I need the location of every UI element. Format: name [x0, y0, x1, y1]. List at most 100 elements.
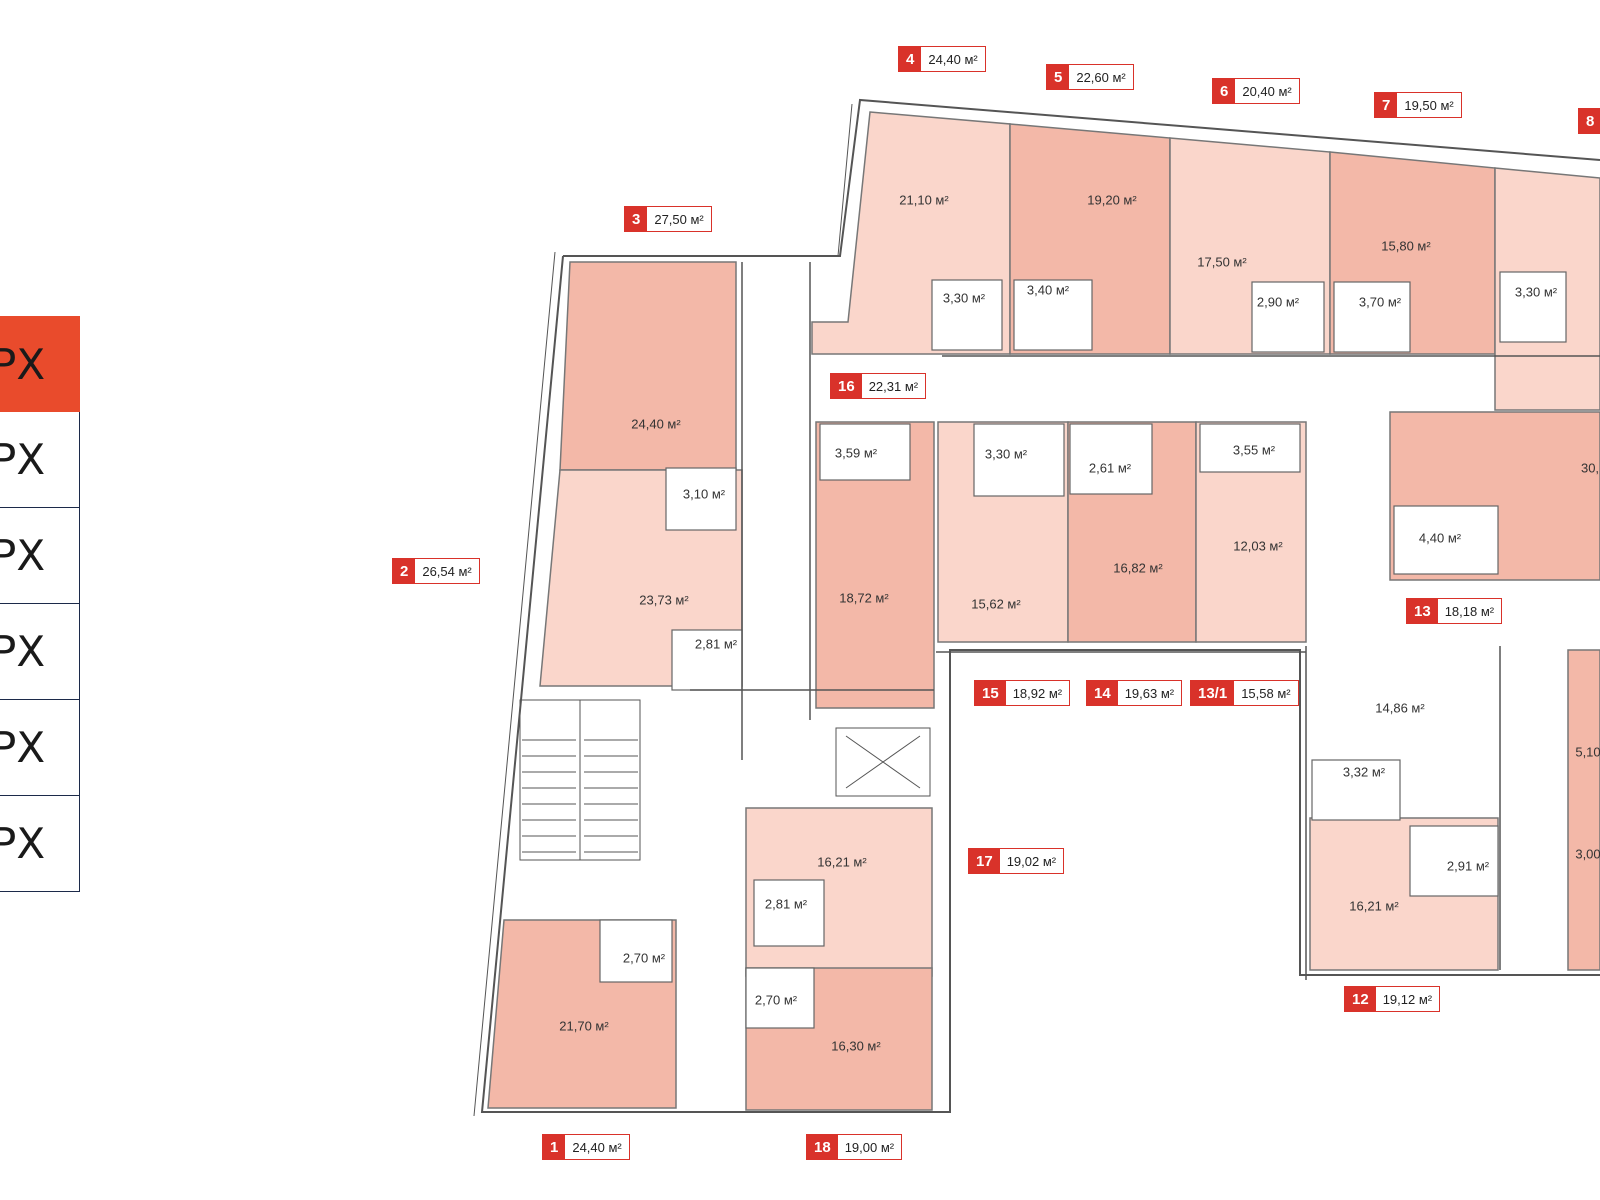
apartment-area: 27,50 м² — [654, 211, 704, 227]
apartment-area: 22,60 м² — [1076, 69, 1126, 85]
room-area: 21,70 м² — [559, 1018, 609, 1034]
apartment-area: 19,63 м² — [1124, 685, 1175, 701]
floor-selector: РХ РХ РХ РХ РХ РХ — [0, 316, 80, 892]
bathroom — [745, 967, 815, 1029]
apartment-badge-5[interactable]: 5 22,60 м² — [1046, 64, 1134, 90]
room-area: 15,62 м² — [971, 596, 1021, 612]
building-outline — [480, 98, 1600, 1113]
apartment-area: 19,12 м² — [1382, 991, 1433, 1007]
bathroom — [1069, 423, 1153, 495]
room-area: 16,82 м² — [1113, 560, 1163, 576]
floor-item-label: РХ — [0, 819, 46, 868]
floor-item-label: РХ — [0, 435, 46, 484]
room-area: 3,32 м² — [1342, 764, 1386, 780]
bathroom — [1013, 279, 1093, 351]
room-area: 3,40 м² — [1026, 282, 1070, 298]
apartment-area: 18,18 м² — [1444, 603, 1495, 619]
apartment-badge-13[interactable]: 13 18,18 м² — [1406, 598, 1503, 624]
apartment-number: 13 — [1407, 599, 1438, 623]
floor-item-1[interactable]: РХ — [0, 316, 80, 412]
apartment-area: 22,31 м² — [868, 378, 919, 394]
apartment-area: 24,40 м² — [928, 51, 978, 67]
apartment-number: 5 — [1047, 65, 1070, 89]
floor-item-label: РХ — [0, 627, 46, 676]
room-area: 24,40 м² — [631, 416, 681, 432]
room-area: 3,30 м² — [984, 446, 1028, 462]
room-area: 2,70 м² — [754, 992, 798, 1008]
room-area: 30, — [1580, 460, 1600, 476]
bathroom — [1251, 281, 1325, 353]
room-area: 2,81 м² — [764, 896, 808, 912]
apartment-number: 12 — [1345, 987, 1376, 1011]
room-area: 3,59 м² — [834, 445, 878, 461]
floor-item-label: РХ — [0, 531, 46, 580]
bathroom — [1333, 281, 1411, 353]
room-area: 3,30 м² — [1514, 284, 1558, 300]
bathroom — [1311, 759, 1401, 821]
room-area: 17,50 м² — [1197, 254, 1247, 270]
room-area: 2,70 м² — [622, 950, 666, 966]
bathroom — [973, 423, 1065, 497]
bathroom — [931, 279, 1003, 351]
room-area: 23,73 м² — [639, 592, 689, 608]
floor-item-4[interactable]: РХ — [0, 604, 80, 700]
room-area: 14,86 м² — [1375, 700, 1425, 716]
apartment-number: 13/1 — [1191, 681, 1235, 705]
apartment-area: 26,54 м² — [422, 563, 472, 579]
corridor-walls — [690, 262, 1600, 980]
apartment-badge-8[interactable]: 8 — [1578, 108, 1600, 134]
apartment-number: 14 — [1087, 681, 1118, 705]
floor-item-label: РХ — [0, 723, 46, 772]
apartment-badge-2[interactable]: 2 26,54 м² — [392, 558, 480, 584]
apartment-badge-3[interactable]: 3 27,50 м² — [624, 206, 712, 232]
room-area: 16,30 м² — [831, 1038, 881, 1054]
bathroom — [1393, 505, 1499, 575]
apartment-badge-12[interactable]: 12 19,12 м² — [1344, 986, 1441, 1012]
bathroom — [819, 423, 911, 481]
apartment-number: 2 — [393, 559, 416, 583]
bathroom — [599, 919, 673, 983]
room-area: 12,03 м² — [1233, 538, 1283, 554]
apartment-badge-13-1[interactable]: 13/1 15,58 м² — [1190, 680, 1299, 706]
apartment-badge-17[interactable]: 17 19,02 м² — [968, 848, 1065, 874]
room-area: 5,10 — [1575, 744, 1600, 760]
room-area: 2,90 м² — [1256, 294, 1300, 310]
apartment-area: 20,40 м² — [1242, 83, 1292, 99]
room-area: 18,72 м² — [839, 590, 889, 606]
room-area: 2,61 м² — [1088, 460, 1132, 476]
room-area: 3,00 — [1575, 846, 1600, 862]
floor-item-6[interactable]: РХ — [0, 796, 80, 892]
apartment-badge-7[interactable]: 7 19,50 м² — [1374, 92, 1462, 118]
apartment-number: 18 — [807, 1135, 838, 1159]
bathroom — [1199, 423, 1301, 473]
floor-item-2[interactable]: РХ — [0, 412, 80, 508]
apartment-number: 7 — [1375, 93, 1398, 117]
bathroom — [753, 879, 825, 947]
apartment-badge-16[interactable]: 16 22,31 м² — [830, 373, 927, 399]
apartment-number: 16 — [831, 374, 862, 398]
floor-item-5[interactable]: РХ — [0, 700, 80, 796]
bathroom — [665, 467, 737, 531]
apartment-right-plan — [1567, 649, 1600, 971]
apartment-number: 3 — [625, 207, 648, 231]
room-area: 2,81 м² — [694, 636, 738, 652]
room-area: 3,55 м² — [1232, 442, 1276, 458]
apartment-badge-4[interactable]: 4 24,40 м² — [898, 46, 986, 72]
room-area: 3,30 м² — [942, 290, 986, 306]
apartment-number: 1 — [543, 1135, 566, 1159]
apartment-badge-15[interactable]: 15 18,92 м² — [974, 680, 1071, 706]
apartment-badge-18[interactable]: 18 19,00 м² — [806, 1134, 903, 1160]
apartment-number: 6 — [1213, 79, 1236, 103]
room-area: 3,70 м² — [1358, 294, 1402, 310]
room-area: 19,20 м² — [1087, 192, 1137, 208]
floor-item-3[interactable]: РХ — [0, 508, 80, 604]
apartment-badge-14[interactable]: 14 19,63 м² — [1086, 680, 1183, 706]
apartment-badge-6[interactable]: 6 20,40 м² — [1212, 78, 1300, 104]
room-area: 4,40 м² — [1418, 530, 1462, 546]
apartment-badge-1[interactable]: 1 24,40 м² — [542, 1134, 630, 1160]
elevator — [835, 727, 931, 797]
apartment-area: 18,92 м² — [1012, 685, 1063, 701]
apartment-number: 8 — [1579, 109, 1600, 133]
room-area: 21,10 м² — [899, 192, 949, 208]
